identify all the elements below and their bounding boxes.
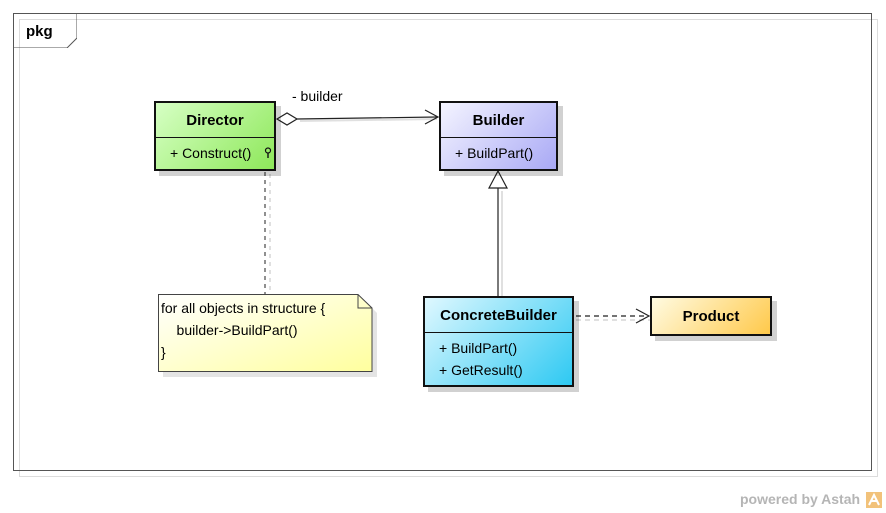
- package-frame: [13, 13, 872, 471]
- class-name: Builder: [441, 103, 556, 138]
- dependency-concrete-product: [576, 308, 651, 324]
- association-role-label: - builder: [292, 88, 343, 104]
- package-label: pkg: [26, 23, 53, 40]
- class-operations: + BuildPart(): [441, 138, 556, 164]
- class-name: Director: [156, 103, 274, 138]
- class-product[interactable]: Product: [650, 296, 772, 336]
- note-pin-icon: [264, 147, 272, 158]
- class-name: ConcreteBuilder: [425, 298, 572, 333]
- operation: + Construct(): [170, 142, 274, 164]
- class-director[interactable]: Director + Construct(): [154, 101, 276, 171]
- astah-logo-icon: [866, 492, 882, 508]
- package-frame-shadow: [19, 19, 878, 477]
- class-concrete-builder[interactable]: ConcreteBuilder + BuildPart() + GetResul…: [423, 296, 574, 387]
- note-line: builder->BuildPart(): [161, 322, 298, 338]
- class-name: Product: [682, 307, 740, 325]
- inheritance-triangle-icon: [488, 169, 508, 189]
- arrow-head-icon: [424, 109, 440, 125]
- dependency-arrow-icon: [635, 308, 651, 324]
- class-operations: + Construct(): [156, 138, 274, 164]
- operation: + GetResult(): [439, 362, 523, 378]
- aggregation-diamond-icon: [275, 112, 299, 126]
- note-line: }: [161, 344, 166, 360]
- class-builder[interactable]: Builder + BuildPart(): [439, 101, 558, 171]
- code-note[interactable]: for all objects in structure { builder->…: [158, 294, 377, 377]
- note-anchor: [264, 172, 271, 296]
- package-tab: [13, 13, 77, 48]
- powered-by-label: powered by Astah: [740, 491, 861, 507]
- note-line: for all objects in structure {: [161, 300, 326, 316]
- operation: + BuildPart(): [439, 340, 518, 356]
- generalization-concrete-builder: [488, 169, 508, 296]
- note-shape: [158, 294, 377, 377]
- class-operations: + BuildPart() + GetResult(): [425, 333, 572, 381]
- operation: + BuildPart(): [455, 145, 534, 161]
- association-director-builder: [275, 109, 440, 126]
